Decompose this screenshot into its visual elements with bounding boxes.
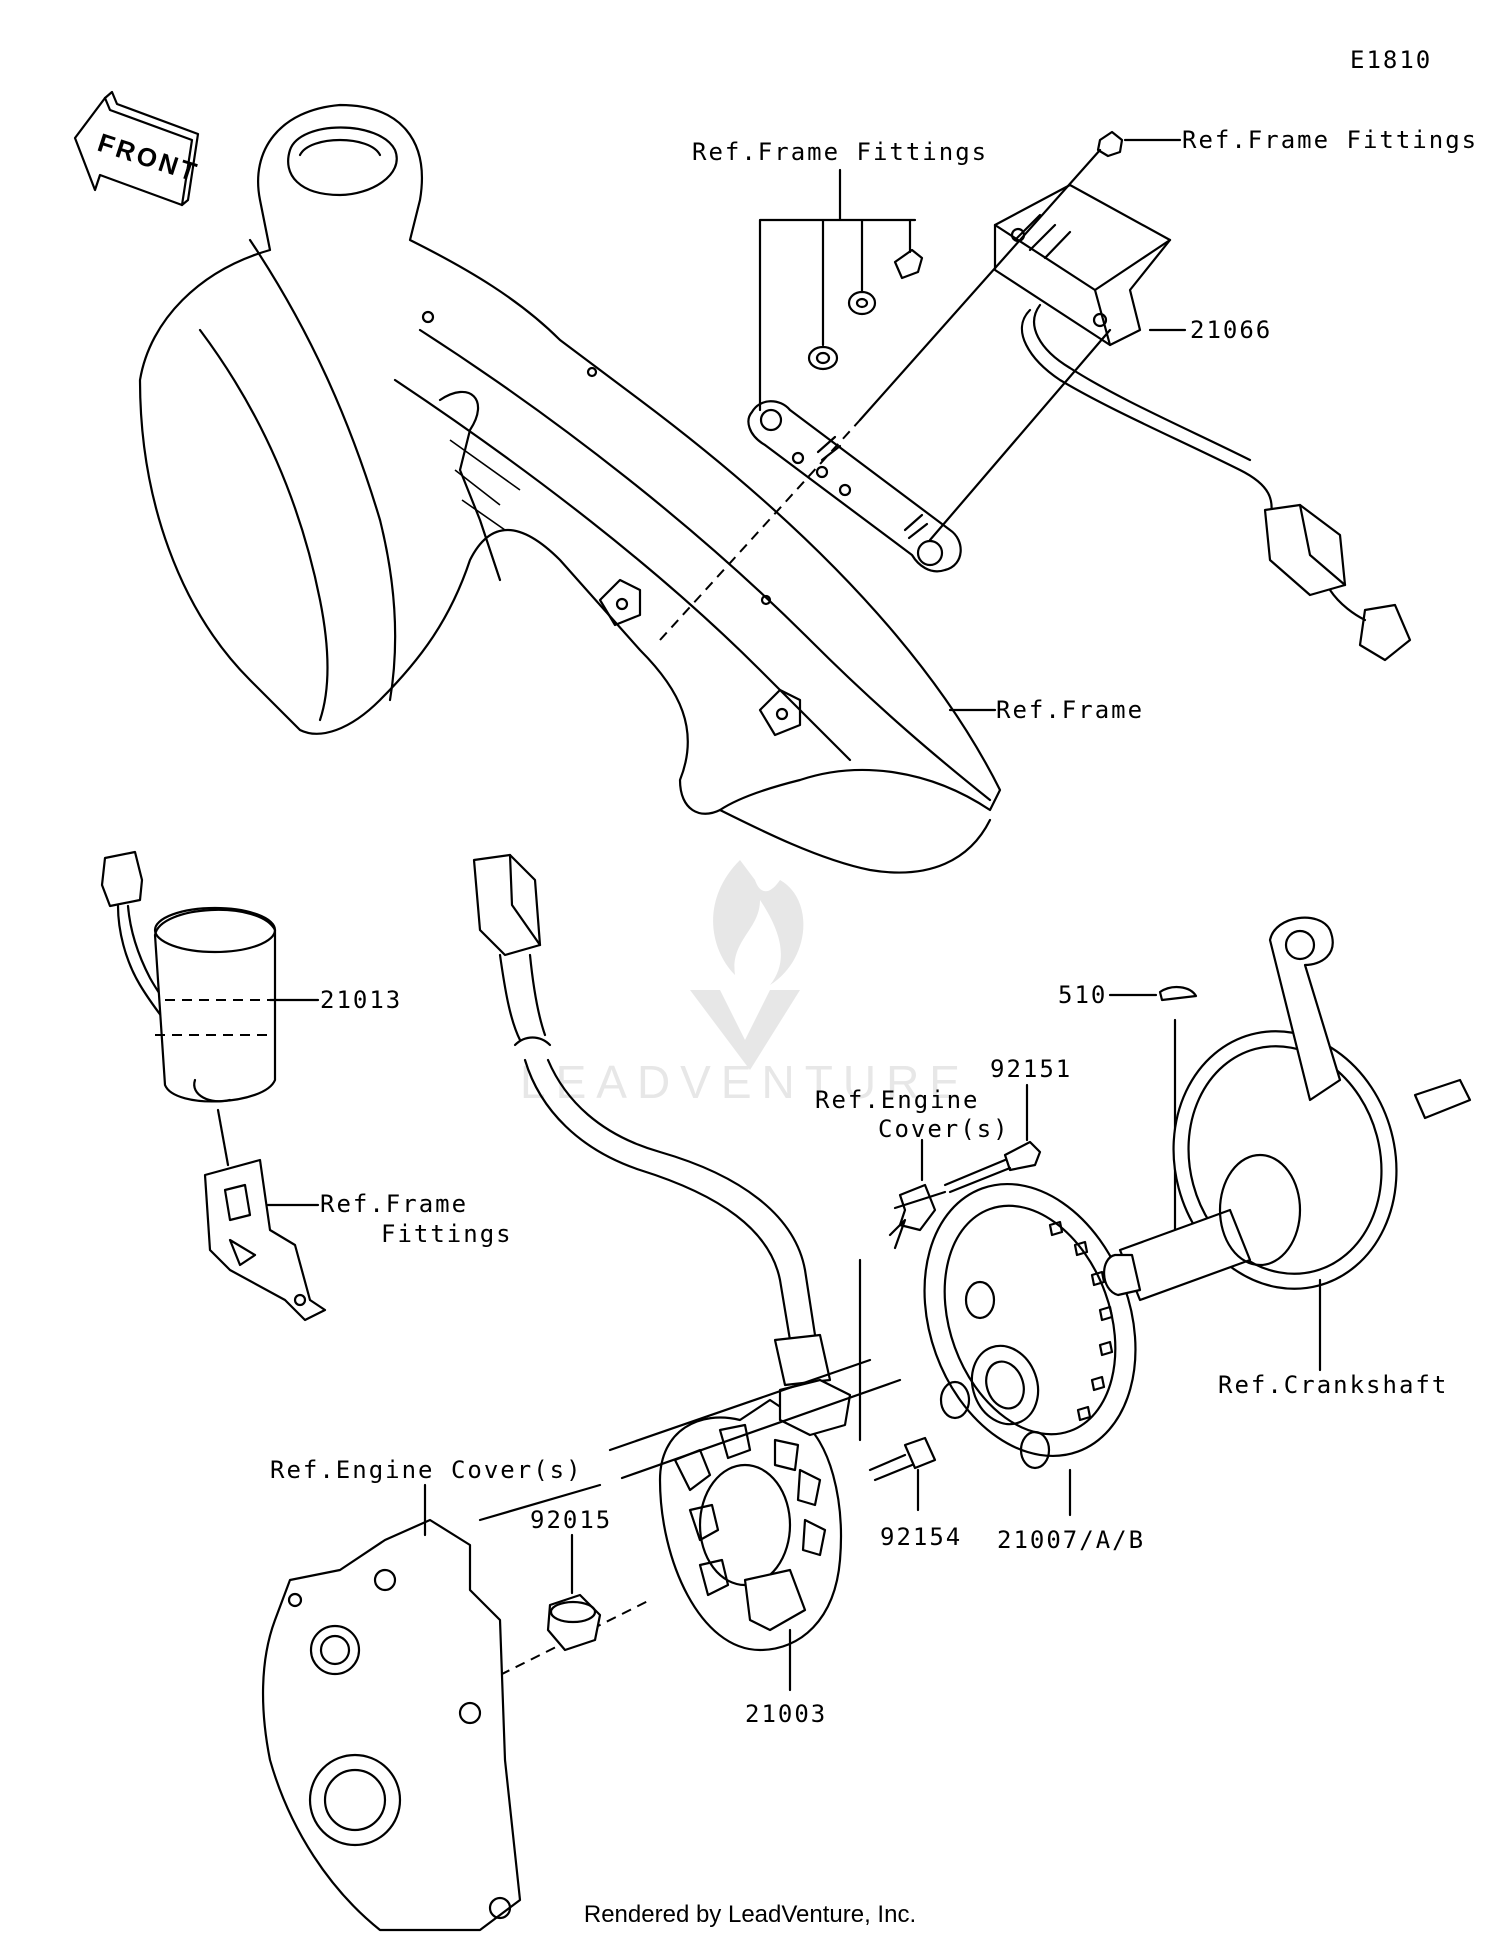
label-ref-frame-fittings-right: Ref.Frame Fittings — [1182, 126, 1478, 154]
label-21003: 21003 — [745, 1700, 827, 1728]
frame-fittings — [747, 248, 962, 573]
engine-cover — [261, 1518, 522, 1932]
collar — [847, 290, 877, 316]
label-21007: 21007/A/B — [997, 1526, 1145, 1554]
label-92015: 92015 — [530, 1506, 612, 1534]
rubber-grommet — [807, 345, 839, 371]
label-510: 510 — [1058, 981, 1107, 1009]
label-ref-engine-cover-upper-2: Cover(s) — [878, 1115, 1010, 1143]
label-ref-engine-cover-upper-1: Ref.Engine — [815, 1086, 980, 1114]
watermark: LEADVENTURE — [520, 860, 970, 1108]
nut — [1096, 130, 1124, 158]
label-ref-frame-fittings-left-2: Fittings — [381, 1220, 513, 1248]
stator — [658, 1378, 852, 1652]
stator-harness — [472, 853, 832, 1387]
label-ref-frame-fittings-top: Ref.Frame Fittings — [692, 138, 988, 166]
bolt — [893, 248, 924, 280]
engine-cover-clip — [888, 1183, 937, 1250]
capacitor-bracket — [203, 1158, 327, 1322]
footer-credit: Rendered by LeadVenture, Inc. — [584, 1901, 916, 1928]
flywheel-rotor — [923, 1182, 1137, 1470]
label-21013: 21013 — [320, 986, 402, 1014]
crankshaft — [1103, 916, 1472, 1302]
regulator-connector — [1263, 503, 1347, 597]
label-ref-frame: Ref.Frame — [996, 696, 1144, 724]
diagram-code: E1810 — [1350, 46, 1432, 74]
bolt-92151 — [943, 1140, 1042, 1194]
watermark-text: LEADVENTURE — [520, 1056, 970, 1108]
label-92151: 92151 — [990, 1055, 1072, 1083]
capacitor — [100, 850, 277, 1103]
watermark-flame-icon — [713, 860, 804, 985]
regulator-plug — [1358, 603, 1412, 662]
label-21066: 21066 — [1190, 316, 1272, 344]
bolt-92154 — [868, 1436, 937, 1482]
label-ref-engine-cover-lower: Ref.Engine Cover(s) — [270, 1456, 583, 1484]
label-92154: 92154 — [880, 1523, 962, 1551]
label-ref-crankshaft: Ref.Crankshaft — [1218, 1371, 1448, 1399]
regulator-rectifier — [993, 130, 1412, 662]
watermark-v-icon — [690, 990, 800, 1070]
woodruff-key — [1158, 986, 1198, 1002]
frame — [138, 103, 1002, 874]
nut-92015 — [546, 1593, 602, 1652]
front-arrow-icon: FRONT — [73, 90, 203, 207]
label-ref-frame-fittings-left-1: Ref.Frame — [320, 1190, 468, 1218]
